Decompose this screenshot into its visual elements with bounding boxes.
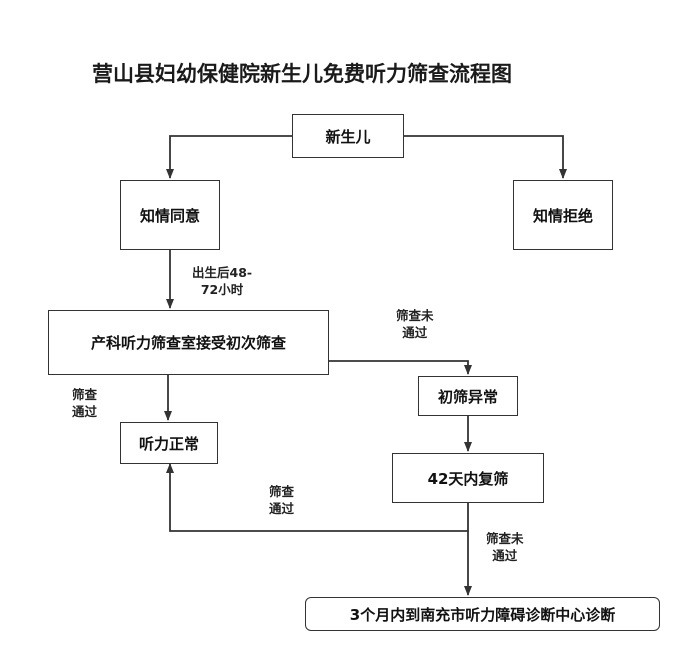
node-hearing-normal: 听力正常 <box>120 422 218 464</box>
node-consent-label: 知情同意 <box>139 206 200 225</box>
edge-label-screen-pass: 筛查 通过 <box>72 386 97 420</box>
node-initial-abnormal: 初筛异常 <box>418 376 518 416</box>
node-diagnosis-center: 3个月内到南充市听力障碍诊断中心诊断 <box>305 597 660 631</box>
edge-newborn-to-consent <box>166 135 292 179</box>
edge-label-after-birth-line1: 出生后48- <box>192 265 253 280</box>
edge-screening-to-abnormal <box>328 360 472 375</box>
edge-label-screen-pass-line2: 通过 <box>72 404 98 419</box>
node-initial-abnormal-label: 初筛异常 <box>437 387 498 406</box>
node-diagnosis-center-label: 3个月内到南充市听力障碍诊断中心诊断 <box>349 605 616 624</box>
edge-label-rescreen-fail: 筛查未 通过 <box>486 530 524 564</box>
edge-rescreen-to-normal <box>166 463 469 532</box>
node-initial-screening: 产科听力筛查室接受初次筛查 <box>48 310 329 375</box>
edge-label-screen-fail-line1: 筛查未 <box>396 308 434 323</box>
edge-label-rescreen-pass: 筛查 通过 <box>269 483 294 517</box>
edge-label-after-birth: 出生后48- 72小时 <box>192 264 252 298</box>
node-consent: 知情同意 <box>120 180 220 250</box>
edge-label-screen-pass-line1: 筛查 <box>72 387 98 402</box>
edge-label-rescreen-fail-line2: 通过 <box>492 548 518 563</box>
edge-label-rescreen-fail-line1: 筛查未 <box>486 531 524 546</box>
node-hearing-normal-label: 听力正常 <box>138 434 199 453</box>
page-title: 营山县妇幼保健院新生儿免费听力筛查流程图 <box>92 62 512 86</box>
node-refuse-label: 知情拒绝 <box>532 206 593 225</box>
node-rescreen-42d-label: 42天内复筛 <box>427 469 509 488</box>
edge-label-rescreen-pass-line2: 通过 <box>269 501 295 516</box>
edge-label-screen-fail-line2: 通过 <box>402 325 428 340</box>
edge-label-rescreen-pass-line1: 筛查 <box>269 484 295 499</box>
edge-label-screen-fail: 筛查未 通过 <box>396 307 434 341</box>
node-refuse: 知情拒绝 <box>513 180 613 250</box>
node-newborn-label: 新生儿 <box>325 127 371 146</box>
edge-label-after-birth-line2: 72小时 <box>200 282 244 297</box>
edge-newborn-to-refuse <box>404 135 567 179</box>
node-initial-screening-label: 产科听力筛查室接受初次筛查 <box>90 334 286 352</box>
node-rescreen-42d: 42天内复筛 <box>392 453 544 503</box>
node-newborn: 新生儿 <box>292 114 404 158</box>
